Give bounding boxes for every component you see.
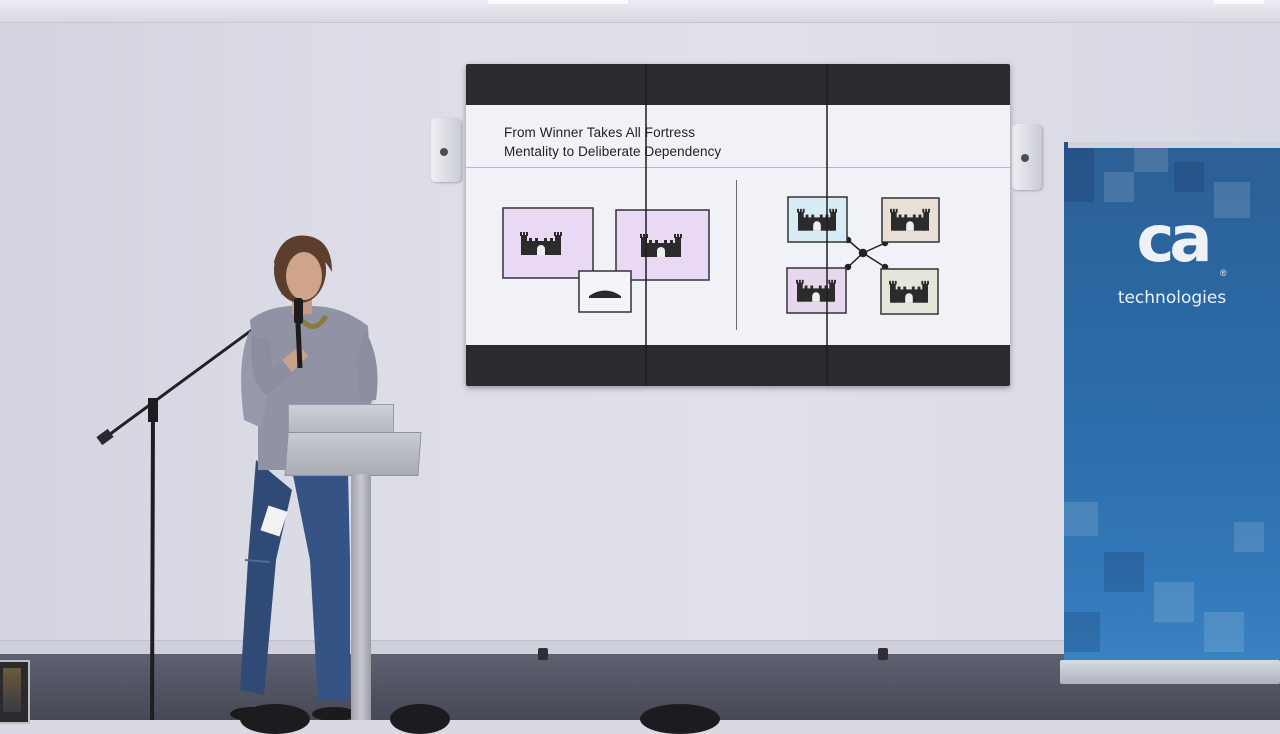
- podium-lectern: [284, 432, 422, 476]
- castle-box-bottom-left: [786, 267, 847, 314]
- right-castle-box: [615, 209, 710, 281]
- banner-pattern: [1214, 182, 1250, 218]
- slide-title-rule: [466, 167, 1010, 168]
- ceiling: [0, 0, 1280, 23]
- wall-speaker-right: [1012, 124, 1042, 190]
- banner-pattern: [1174, 162, 1204, 192]
- video-wall-screen: From Winner Takes All Fortress Mentality…: [466, 64, 1010, 386]
- ceiling-light: [1214, 0, 1264, 4]
- slide-title-line1: From Winner Takes All Fortress: [504, 125, 696, 140]
- screen-bezel: [826, 64, 828, 386]
- slide-diagram: [502, 196, 940, 315]
- ca-logo-text: technologies: [1117, 288, 1227, 308]
- ca-logo-mark: ca: [1136, 203, 1212, 277]
- floor-socket: [878, 648, 888, 660]
- slide-title-line2: Mentality to Deliberate Dependency: [504, 144, 722, 159]
- presentation-slide: From Winner Takes All Fortress Mentality…: [466, 105, 1010, 345]
- slide-divider: [736, 180, 737, 330]
- castle-box-top-left: [787, 196, 848, 243]
- castle-box-top-right: [881, 197, 940, 243]
- audience-head: [240, 704, 310, 734]
- banner-pattern: [1154, 582, 1194, 622]
- slide-title: From Winner Takes All Fortress Mentality…: [504, 123, 824, 161]
- banner-pattern: [1064, 502, 1098, 536]
- banner-pattern: [1104, 172, 1134, 202]
- wall-speaker-left: [431, 118, 461, 182]
- left-castle-box: [502, 207, 594, 279]
- banner-pattern: [1064, 142, 1094, 202]
- banner-top-bar: [1068, 142, 1280, 148]
- registered-mark: ®: [1220, 268, 1227, 278]
- banner-base: [1060, 660, 1280, 684]
- castle-box-bottom-right: [880, 268, 939, 315]
- banner-pattern: [1234, 522, 1264, 552]
- audience-head: [640, 704, 720, 734]
- audience-head: [390, 704, 450, 734]
- bridge-box: [578, 270, 632, 313]
- banner-pattern: [1064, 612, 1100, 652]
- ceiling-light: [488, 0, 628, 4]
- screen-bezel: [645, 64, 647, 386]
- foreground-monitor: [0, 660, 30, 724]
- banner-pattern: [1204, 612, 1244, 652]
- podium-pole: [351, 474, 371, 720]
- floor-socket: [538, 648, 548, 660]
- banner-pattern: [1104, 552, 1144, 592]
- ca-technologies-banner: ca ® technologies: [1064, 142, 1280, 676]
